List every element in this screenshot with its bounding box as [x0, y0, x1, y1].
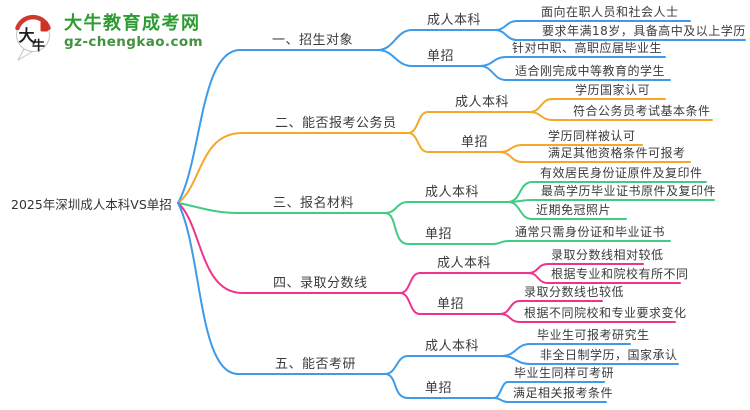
branch-4-root-link [177, 202, 401, 294]
branch-5-adult-leaf-1: 毕业生可报考研究生 [537, 328, 650, 342]
branch-4-danzhao-leaf-2: 根据不同院校和专业要求变化 [524, 306, 687, 320]
branch-1-danzhao-leaf-1: 针对中职、高职应届毕业生 [512, 41, 663, 55]
branch-5-adult-label: 成人本科 [425, 339, 480, 354]
branch-4-danzhao-leaf-1: 录取分数线也较低 [524, 285, 625, 299]
branch-1-adult-leaf-2: 要求年满18岁，具备高中及以上学历 [542, 24, 746, 38]
branch-2-adult-leaf-1: 学历国家认可 [575, 83, 651, 97]
daniu-logo-icon: 大 牛 [15, 14, 51, 61]
branch-1-danzhao-label: 单招 [427, 49, 455, 64]
site-domain: gz-chengkao.com [64, 34, 204, 50]
branch-5-lines [177, 202, 679, 403]
branch-3-adult-label: 成人本科 [425, 185, 480, 200]
branch-1-adult-leaf-1: 面向在职人员和社会人士 [541, 5, 679, 19]
branch-2-lines [177, 98, 713, 204]
branch-5-danzhao-label: 单招 [425, 381, 453, 396]
branch-4-lines [177, 202, 681, 323]
branch-2-topic: 二、能否报考公务员 [275, 116, 397, 131]
branch-3-topic: 三、报名材料 [273, 196, 355, 211]
branch-5-root-link [177, 202, 386, 375]
site-logo[interactable]: 大 牛 大牛教育成考网 gz-chengkao.com [12, 13, 203, 63]
branch-2-danzhao-label: 单招 [461, 135, 489, 150]
branch-3-danzhao-leaf-1: 通常只需身份证和毕业证书 [515, 225, 666, 239]
branch-3-root-link [177, 202, 386, 214]
branch-5-danzhao-leaf-2: 满足相关报考条件 [513, 386, 614, 400]
branch-3-danzhao-label: 单招 [425, 227, 453, 242]
branch-4-adult-leaf-1: 录取分数线相对较低 [551, 248, 664, 262]
branch-2-danzhao-leaf-1: 学历同样被认可 [548, 129, 636, 143]
branch-5-adult-leaf-2: 非全日制学历，国家承认 [540, 348, 678, 362]
branch-3-lines [177, 181, 715, 245]
branch-4-adult-label: 成人本科 [437, 256, 492, 271]
branch-4-danzhao-label: 单招 [437, 297, 465, 312]
branch-2-root-link [177, 132, 409, 204]
branch-5-topic: 五、能否考研 [275, 357, 357, 372]
branch-3-adult-leaf-3: 近期免冠照片 [536, 203, 612, 217]
branch-3-adult-leaf-1: 有效居民身份证原件及复印件 [540, 166, 703, 180]
branch-5-danzhao-leaf-1: 毕业生同样可考研 [514, 366, 615, 380]
branch-1-root-link [177, 49, 241, 204]
branch-2-danzhao-leaf-2: 满足其他资格条件可报考 [548, 146, 686, 160]
branch-4-topic: 四、录取分数线 [273, 276, 368, 291]
branch-2-adult-leaf-2: 符合公务员考试基本条件 [573, 104, 711, 118]
site-title: 大牛教育成考网 [64, 13, 201, 34]
logo-char-2: 牛 [32, 38, 45, 54]
branch-1-adult-label: 成人本科 [427, 13, 482, 28]
branch-4-adult-leaf-2: 根据专业和院校有所不同 [551, 267, 689, 281]
branch-1-topic: 一、招生对象 [272, 33, 354, 48]
mindmap-root: 2025年深圳成人本科VS单招 [11, 197, 172, 212]
branch-2-adult-label: 成人本科 [455, 95, 510, 110]
branch-1-lines [177, 20, 746, 204]
logo-char-1: 大 [19, 26, 35, 45]
branch-3-adult-leaf-2: 最高学历毕业证书原件及复印件 [541, 184, 717, 198]
branch-1-danzhao-leaf-2: 适合刚完成中等教育的学生 [515, 64, 666, 78]
